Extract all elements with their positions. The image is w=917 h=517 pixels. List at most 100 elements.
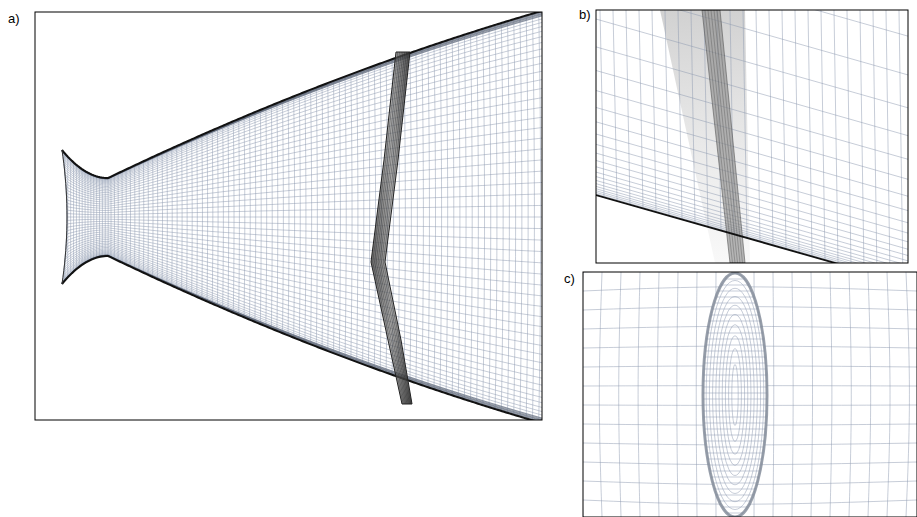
mesh-line <box>703 411 766 412</box>
mesh-line <box>316 87 317 346</box>
mesh-line <box>886 10 890 263</box>
mesh-line <box>67 217 542 218</box>
mesh-line <box>99 177 100 257</box>
mesh-line <box>830 272 832 517</box>
mesh-line <box>707 339 764 340</box>
nozzle-wall <box>62 12 542 178</box>
mesh-line <box>716 305 754 485</box>
mesh-line <box>62 255 542 420</box>
mesh-line <box>66 238 542 327</box>
ellipse-zoom-mesh <box>583 272 917 517</box>
mesh-line <box>422 49 423 385</box>
mesh-line <box>64 246 542 371</box>
mesh-line <box>471 33 473 402</box>
mesh-line <box>526 15 528 418</box>
mesh-line <box>501 23 503 411</box>
band-mesh-line <box>382 52 410 404</box>
mesh-line <box>714 303 756 304</box>
mesh-line <box>66 230 542 285</box>
mesh-line <box>711 315 759 316</box>
mesh-line <box>705 435 765 436</box>
mesh-line <box>718 291 751 292</box>
mesh-line <box>288 99 290 336</box>
refinement-band <box>371 52 412 404</box>
band-mesh-line <box>378 52 407 404</box>
inlet-boundary <box>62 150 67 284</box>
mesh-line <box>657 272 659 517</box>
mesh-line <box>514 19 516 415</box>
mesh-line <box>118 173 119 261</box>
mesh-line <box>596 10 908 36</box>
mesh-line <box>79 167 80 267</box>
mesh-line <box>452 39 454 396</box>
mesh-line <box>705 441 764 442</box>
mesh-line <box>67 219 542 228</box>
band-mesh-line <box>714 10 740 263</box>
mesh-line <box>222 126 224 308</box>
mesh-line <box>108 178 109 256</box>
mesh-line <box>121 171 122 262</box>
mesh-line <box>66 138 542 202</box>
mesh-line <box>811 272 813 517</box>
mesh-line <box>691 10 695 223</box>
mesh-line <box>709 465 761 466</box>
mesh-line <box>665 10 669 216</box>
mesh-line <box>138 163 139 270</box>
mesh-line <box>849 272 851 517</box>
mesh-line <box>712 309 757 310</box>
mesh-line <box>477 31 479 404</box>
mesh-line <box>596 10 908 75</box>
mesh-line <box>704 429 765 430</box>
panel-frame <box>35 12 542 420</box>
mesh-line <box>66 107 542 196</box>
mesh-line <box>82 169 83 265</box>
mesh-line <box>626 10 630 205</box>
wall-layer <box>62 256 542 420</box>
mesh-line <box>65 245 543 364</box>
mesh-line <box>704 417 767 418</box>
wall-layer <box>62 256 542 420</box>
mesh-line <box>722 325 748 466</box>
mesh-line <box>233 121 235 313</box>
mesh-line <box>678 10 682 219</box>
mesh-line <box>708 327 761 328</box>
mesh-line <box>495 25 497 409</box>
mesh-line <box>704 369 767 370</box>
mesh-line <box>710 471 760 472</box>
mesh-line <box>114 175 115 259</box>
mesh-line <box>769 10 773 245</box>
mesh-line <box>596 172 908 261</box>
band-mesh-line <box>373 52 404 404</box>
mesh-line <box>67 226 542 263</box>
band-mesh-line <box>717 10 743 263</box>
panel-frame <box>583 272 917 517</box>
mesh-line <box>67 205 542 214</box>
mesh-line <box>704 363 766 364</box>
mesh-line <box>717 495 754 496</box>
mesh-line <box>212 130 214 303</box>
mesh-line <box>446 41 448 394</box>
mesh-line <box>363 70 364 364</box>
mesh-line <box>282 101 284 333</box>
mesh-line <box>87 173 88 262</box>
mesh-line <box>707 333 762 334</box>
mesh-line <box>705 351 765 352</box>
wall-zoom-mesh <box>596 10 908 263</box>
mesh-line <box>65 240 542 337</box>
mesh-line <box>722 507 747 508</box>
mesh-line <box>254 112 256 322</box>
mesh-line <box>600 10 604 197</box>
band-mesh-line <box>711 10 738 263</box>
nozzle-mesh <box>62 12 542 420</box>
mesh-line <box>792 272 793 517</box>
mesh-line <box>147 159 148 275</box>
mesh-line <box>483 29 485 405</box>
mesh-line <box>311 90 312 345</box>
mesh-line <box>166 150 167 283</box>
mesh-line <box>704 423 766 424</box>
wall-layer <box>62 256 542 420</box>
band-mesh-line <box>383 52 411 404</box>
mesh-line <box>64 247 542 378</box>
mesh-line <box>703 405 767 406</box>
mesh-line <box>62 254 542 415</box>
